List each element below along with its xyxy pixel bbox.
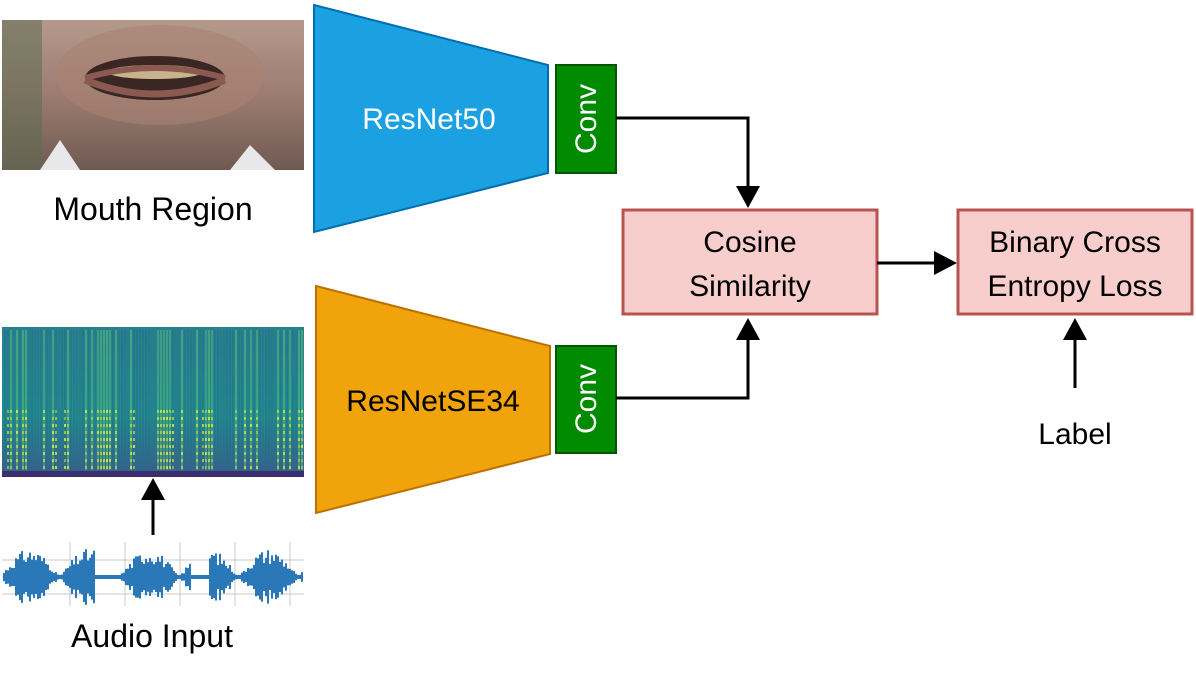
video-encoder-block bbox=[313, 3, 549, 234]
bce-loss-line2: Entropy Loss bbox=[987, 270, 1162, 303]
label-input-text: Label bbox=[1038, 418, 1111, 451]
audio-encoder-label: ResNetSE34 bbox=[346, 385, 519, 418]
arrow-head-icon bbox=[141, 478, 165, 500]
audio-input-label: Audio Input bbox=[71, 618, 233, 654]
arrow-head-icon bbox=[736, 186, 760, 208]
bce-loss-line1: Binary Cross bbox=[989, 226, 1161, 259]
arrow-head-icon bbox=[1063, 318, 1087, 340]
audio-conv-label: Conv bbox=[570, 364, 603, 434]
cosine-similarity-line1: Cosine bbox=[703, 226, 796, 259]
mouth-region-label: Mouth Region bbox=[53, 191, 252, 227]
cosine-similarity-line2: Similarity bbox=[689, 270, 811, 303]
video-encoder-label: ResNet50 bbox=[362, 103, 495, 136]
video-conv-block bbox=[555, 64, 617, 174]
video-conv-label: Conv bbox=[570, 84, 603, 154]
bce-loss-box bbox=[956, 208, 1194, 316]
mouth-region-image bbox=[2, 20, 304, 170]
spectrogram-image bbox=[2, 327, 304, 477]
arrow-head-icon bbox=[736, 318, 760, 340]
audio-encoder-block bbox=[315, 284, 551, 515]
arrow-head-icon bbox=[934, 251, 957, 275]
audio-waveform-image bbox=[2, 542, 304, 606]
